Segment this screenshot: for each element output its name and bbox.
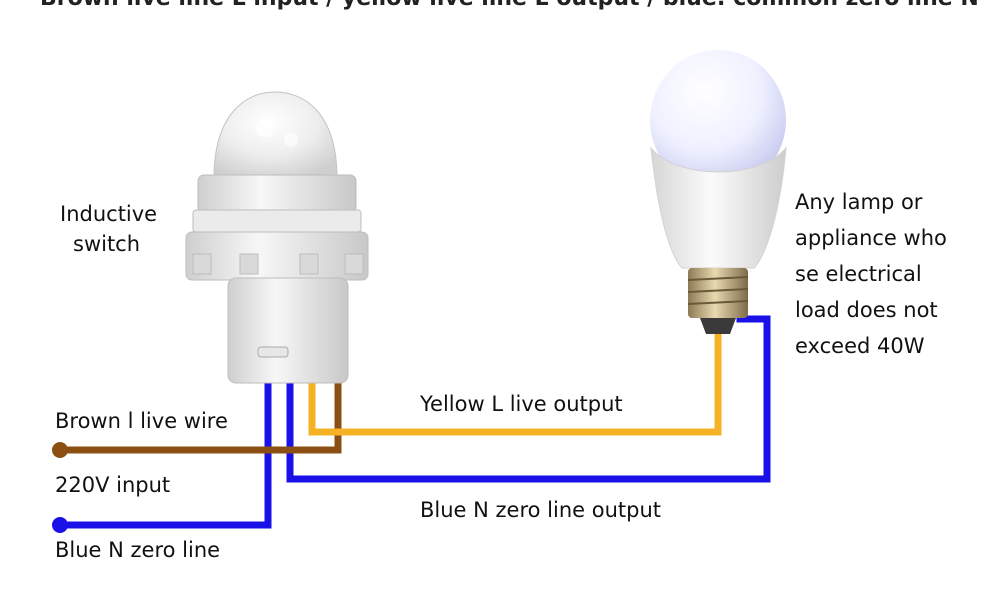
lamp-label-line3: se electrical [795, 262, 922, 286]
brown-wire [56, 379, 342, 454]
lamp-label-line2: appliance who [795, 226, 947, 250]
lamp-label-line4: load does not [795, 298, 938, 322]
switch-label-line2: switch [73, 232, 141, 256]
yellow-output-label: Yellow L live output [420, 392, 623, 416]
blue-terminal-dot [52, 517, 68, 533]
blue-zero-label: Blue N zero line [55, 538, 221, 562]
blue-output-label: Blue N zero line output [420, 498, 662, 522]
sensor-collar [197, 174, 357, 214]
yellow-wire [308, 332, 722, 436]
switch-label-line1: Inductive [60, 202, 158, 226]
bulb-screw-base [688, 268, 748, 318]
brown-input-wire [56, 379, 342, 454]
yellow-output-wire [308, 332, 722, 436]
top-caption: Brown live line L input / yellow live li… [40, 0, 979, 11]
input-voltage-label: 220V input [55, 473, 171, 497]
sensor-dome [213, 91, 338, 179]
lamp-image [650, 50, 787, 334]
lamp-label-line1: Any lamp or [795, 190, 923, 214]
bulb-globe [650, 50, 786, 190]
brown-wire-label: Brown l live wire [55, 409, 228, 433]
sensor-base [227, 277, 349, 384]
inductive-switch-image [185, 91, 369, 384]
blue-input-wire [56, 379, 272, 529]
bulb-neck [650, 146, 787, 269]
brown-terminal-dot [52, 442, 68, 458]
lamp-label-line5: exceed 40W [795, 334, 925, 358]
